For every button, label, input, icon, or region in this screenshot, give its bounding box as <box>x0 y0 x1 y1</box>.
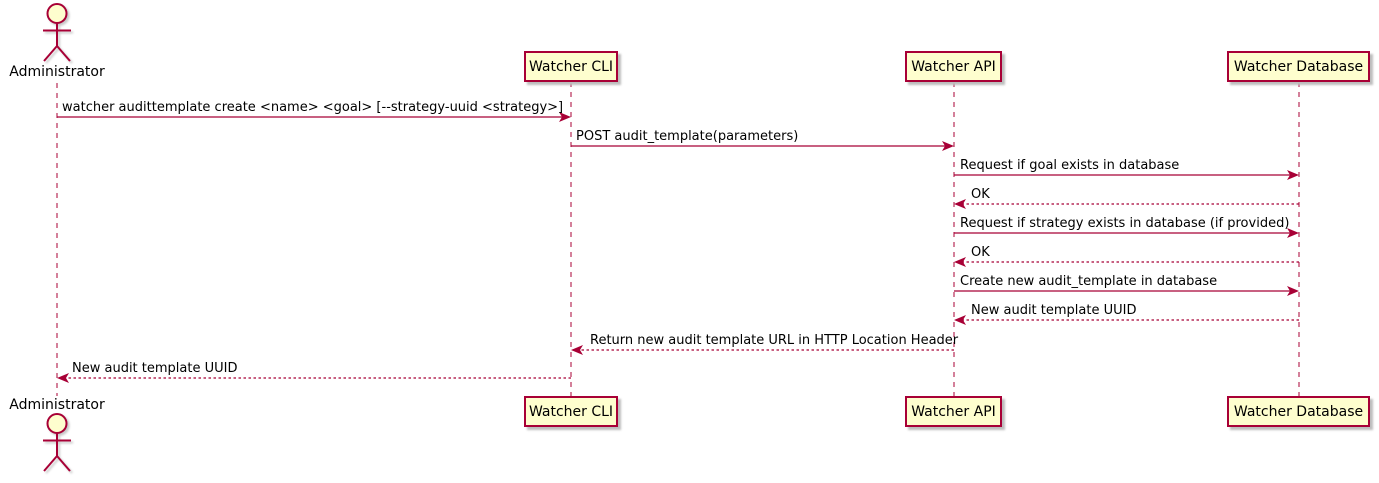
arrowhead-left <box>954 257 966 267</box>
actor-label-administrator-bottom: Administrator <box>9 397 105 413</box>
message-label-4: OK <box>971 187 990 202</box>
message-arrow-4 <box>954 199 1299 209</box>
message-arrow-10 <box>57 373 571 383</box>
actor-figure-bottom <box>43 413 71 472</box>
arrowhead-left <box>57 373 69 383</box>
message-arrow-6 <box>954 257 1299 267</box>
arrowhead-left <box>954 315 966 325</box>
message-arrow-9 <box>571 345 954 355</box>
message-arrow-2 <box>571 141 954 151</box>
message-arrow-1 <box>57 112 571 122</box>
message-label-8: New audit template UUID <box>971 303 1137 318</box>
message-label-9: Return new audit template URL in HTTP Lo… <box>590 333 959 348</box>
message-label-5: Request if strategy exists in database (… <box>960 216 1290 231</box>
message-label-3: Request if goal exists in database <box>960 158 1180 173</box>
arrowhead-right <box>1287 286 1299 296</box>
participant-watcher-api-bottom: Watcher API <box>905 396 1002 427</box>
message-arrow-7 <box>954 286 1299 296</box>
participant-watcher-database-top: Watcher Database <box>1227 51 1370 82</box>
arrowhead-right <box>559 112 571 122</box>
message-label-10: New audit template UUID <box>72 361 238 376</box>
message-label-6: OK <box>971 245 990 260</box>
participant-watcher-api-top: Watcher API <box>905 51 1002 82</box>
message-label-2: POST audit_template(parameters) <box>576 129 799 144</box>
actor-figure-top <box>43 3 71 62</box>
arrowhead-right <box>942 141 954 151</box>
participant-watcher-database-bottom: Watcher Database <box>1227 396 1370 427</box>
arrowhead-right <box>1287 170 1299 180</box>
participant-watcher-cli-bottom: Watcher CLI <box>524 396 618 427</box>
arrowhead-left <box>954 199 966 209</box>
arrowhead-right <box>1287 228 1299 238</box>
arrowhead-left <box>571 345 583 355</box>
message-arrow-3 <box>954 170 1299 180</box>
actor-label-administrator-top: Administrator <box>9 64 105 80</box>
message-label-7: Create new audit_template in database <box>960 274 1218 289</box>
message-label-1: watcher audittemplate create <name> <goa… <box>62 100 564 115</box>
message-arrow-8 <box>954 315 1299 325</box>
message-arrow-5 <box>954 228 1299 238</box>
participant-watcher-cli-top: Watcher CLI <box>524 51 618 82</box>
